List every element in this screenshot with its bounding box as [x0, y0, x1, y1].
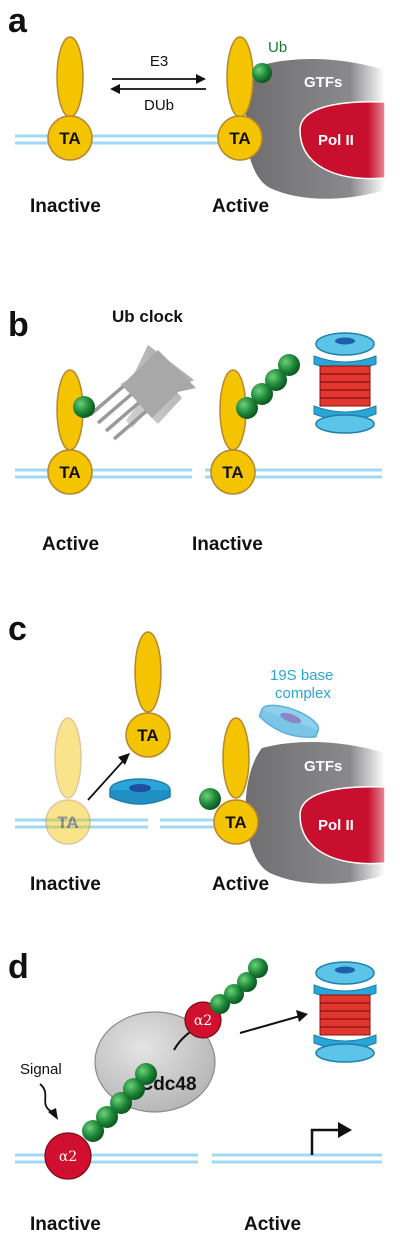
panel-c-ta-active: TA — [213, 717, 259, 845]
panel-a-equilibrium-arrows: E3 DUb — [110, 53, 206, 114]
panel-b-ta-left: TA — [47, 369, 93, 495]
panel-b-polyubiquitin-chain — [236, 354, 300, 419]
panel-a-ta-left: TA — [47, 36, 93, 161]
panel-a-left-state: Inactive — [30, 196, 101, 217]
panel-c-gtfs-label: GTFs — [304, 758, 342, 775]
panel-c-19s-ring-free: 19S base complex — [258, 667, 333, 738]
panel-c-pol-label: Pol II — [318, 817, 354, 834]
panel-b-left-state: Active — [42, 534, 99, 555]
panel-a-ubiquitin — [252, 63, 272, 83]
degradation-arrow — [239, 1015, 301, 1034]
ub-clock-arrow: Ub clock — [88, 307, 196, 441]
panel-c-gtfs-complex: GTFs Pol II — [245, 741, 386, 884]
panel-c-right-state: Active — [212, 874, 269, 895]
panel-c-ta-faded-label: TA — [57, 813, 78, 832]
alpha2-bound-label: α2 — [59, 1149, 77, 1165]
panel-a: a TA E3 DUb GTFs Pol II — [8, 2, 386, 217]
panel-b-right-state: Inactive — [192, 534, 263, 555]
panel-c-19s-ring-bound — [109, 778, 171, 805]
dub-label: DUb — [144, 97, 174, 114]
panel-b-ta-right-label: TA — [222, 463, 243, 482]
panel-c-ta-active-label: TA — [225, 813, 246, 832]
panel-c-ta-faded: TA — [45, 717, 91, 845]
panel-a-gtfs-label: GTFs — [304, 74, 342, 91]
panel-d-letter: d — [8, 948, 29, 986]
panel-b: b Ub clock TA — [8, 306, 382, 555]
panel-d-chain-on-alpha2 — [82, 1063, 157, 1142]
panel-d: d Cdc48 Signal — [8, 948, 382, 1235]
transcription-start-arrow — [310, 1122, 352, 1155]
signal-label: Signal — [20, 1061, 62, 1078]
panel-c-ta-released: TA — [125, 631, 171, 758]
panel-c-release-arrow — [87, 753, 130, 801]
panel-d-right-state: Active — [244, 1214, 301, 1235]
panel-c-ubiquitin — [199, 788, 221, 810]
panel-b-ta-right: TA — [210, 369, 256, 495]
panel-c: c TA TA — [8, 610, 386, 895]
signal: Signal — [20, 1061, 62, 1120]
panel-a-ta-right-label: TA — [229, 129, 250, 148]
degradation-arrowhead — [296, 1010, 308, 1022]
panel-b-proteasome — [313, 332, 377, 434]
panel-b-ta-left-label: TA — [59, 463, 80, 482]
e3-label: E3 — [150, 53, 168, 70]
base-complex-label-line1: 19S base — [270, 667, 333, 684]
ub-clock-label: Ub clock — [112, 307, 183, 326]
alpha2-released: α2 — [184, 1001, 222, 1039]
panel-b-ubiquitin — [73, 396, 95, 418]
panel-b-letter: b — [8, 306, 29, 344]
panel-d-left-state: Inactive — [30, 1214, 101, 1235]
panel-a-right-state: Active — [212, 196, 269, 217]
alpha2-bound: α2 — [44, 1132, 92, 1180]
panel-c-letter: c — [8, 610, 27, 648]
panel-a-pol-label: Pol II — [318, 132, 354, 149]
base-complex-label-line2: complex — [275, 685, 331, 702]
panel-a-ub-label: Ub — [268, 39, 287, 56]
panel-a-gtfs-complex: GTFs Pol II — [245, 58, 386, 199]
alpha2-released-label: α2 — [194, 1013, 212, 1029]
panel-a-letter: a — [8, 2, 28, 40]
panel-d-chain-released — [210, 958, 268, 1014]
panel-a-ta-left-label: TA — [59, 129, 80, 148]
panel-d-proteasome — [313, 961, 377, 1063]
panel-c-left-state: Inactive — [30, 874, 101, 895]
panel-c-ta-released-label: TA — [137, 726, 158, 745]
panel-a-ta-right: TA — [217, 36, 263, 161]
